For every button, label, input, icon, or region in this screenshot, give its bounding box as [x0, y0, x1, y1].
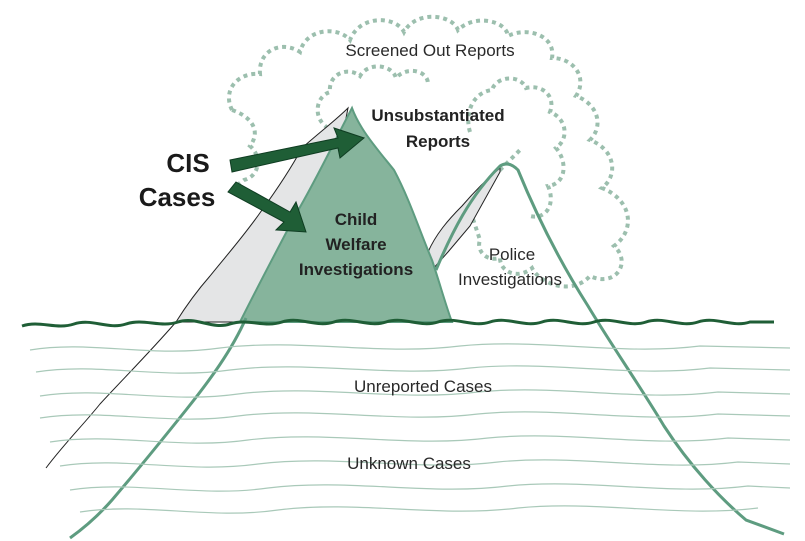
police-label-line2: Investigations [458, 270, 562, 289]
screened-out-cloud: Screened Out Reports [226, 14, 630, 289]
water-surface-line [21, 318, 774, 328]
unreported-cases-label: Unreported Cases [354, 377, 492, 396]
black-left-outline-below-water [45, 321, 177, 469]
police-label-line1: Police [489, 245, 535, 264]
arrow-to-unsubstantiated [229, 127, 366, 173]
unsubstantiated-label-line2: Reports [406, 132, 470, 151]
wave-line [79, 505, 759, 514]
cloud-inner-dotted-outline-right [466, 76, 567, 219]
cis-label-line1: CIS [166, 148, 209, 178]
unknown-cases-label: Unknown Cases [347, 454, 471, 473]
child-welfare-label-line2: Welfare [325, 235, 386, 254]
cis-arrows [227, 127, 366, 233]
wave-line [39, 411, 791, 420]
cloud-outer-dotted-outline [226, 14, 630, 289]
underwater-wave-lines [29, 343, 791, 514]
police-investigations-outline [434, 162, 785, 536]
child-welfare-label-line3: Investigations [299, 260, 413, 279]
cis-label-line2: Cases [139, 182, 216, 212]
wave-line [29, 343, 791, 352]
cloud-inner-dotted-outline-left [315, 64, 430, 130]
wave-line [39, 389, 791, 398]
cloud-left-dotted-trail [231, 108, 260, 188]
wave-line [69, 483, 791, 492]
child-welfare-peak [45, 105, 454, 540]
child-welfare-label-line1: Child [335, 210, 378, 229]
unsubstantiated-label-line1: Unsubstantiated [371, 106, 504, 125]
screened-out-label: Screened Out Reports [345, 41, 514, 60]
wave-line [49, 435, 791, 444]
arrow-to-child-welfare [227, 181, 307, 233]
green-peak-fill [238, 105, 454, 323]
wave-line [35, 365, 791, 374]
wave-line [59, 459, 791, 468]
green-peak-outline-below-water [69, 317, 248, 540]
